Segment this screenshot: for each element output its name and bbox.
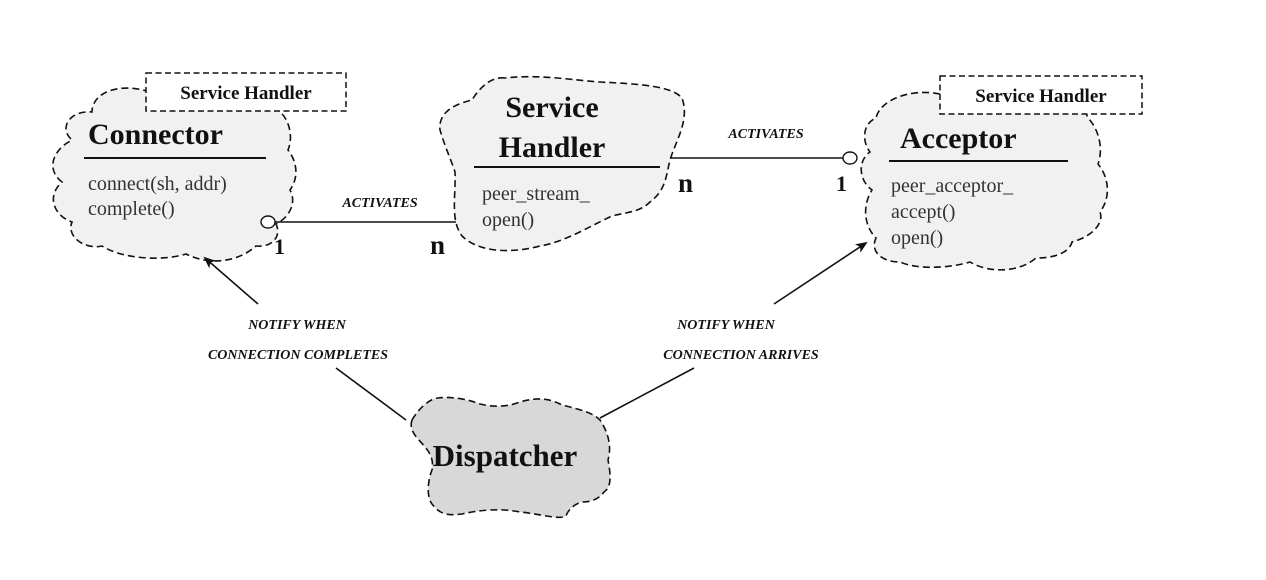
connector-name: Connector: [88, 118, 223, 151]
connector-member: connect(sh, addr): [88, 173, 227, 195]
connector-port-circle: [260, 215, 276, 229]
notify-label-line2: CONNECTION ARRIVES: [663, 348, 819, 363]
relation-handler-acceptor: ACTIVATES n 1: [670, 127, 858, 198]
activates-label: ACTIVATES: [341, 196, 417, 211]
acceptor-member: open(): [891, 227, 943, 249]
notify-line: [335, 367, 407, 421]
connector-member: complete(): [88, 198, 175, 220]
activates-label: ACTIVATES: [727, 127, 803, 142]
acceptor-name: Acceptor: [900, 122, 1017, 155]
notify-line: [599, 367, 695, 419]
acceptor-stereotype: Service Handler: [975, 86, 1107, 107]
acceptor-member: accept(): [891, 201, 955, 223]
acceptor-multiplicity: 1: [836, 171, 847, 196]
service-handler-cloud-shape: [439, 75, 686, 252]
dispatcher-class[interactable]: Dispatcher: [410, 396, 611, 519]
dispatcher-name: Dispatcher: [433, 438, 578, 473]
handler-multiplicity: n: [430, 230, 445, 260]
relation-dispatcher-acceptor: NOTIFY WHEN CONNECTION ARRIVES: [599, 241, 868, 419]
notify-label-line1: NOTIFY WHEN: [247, 318, 347, 333]
service-handler-name-line2: Handler: [499, 131, 606, 164]
connector-class[interactable]: Service Handler Connector connect(sh, ad…: [52, 72, 347, 262]
connector-stereotype: Service Handler: [180, 83, 312, 104]
handler-multiplicity: n: [678, 168, 693, 198]
acceptor-cloud-shape: [860, 91, 1109, 271]
acceptor-stereotype-box: [939, 75, 1143, 115]
connector-stereotype-box: [145, 72, 347, 112]
notify-arrow: [773, 241, 868, 305]
service-handler-class[interactable]: Service Handler peer_stream_ open(): [439, 75, 686, 252]
acceptor-port-circle: [842, 151, 858, 165]
acceptor-class[interactable]: Service Handler Acceptor peer_acceptor_ …: [860, 75, 1143, 271]
service-handler-member: open(): [482, 209, 534, 231]
dispatcher-cloud-shape: [410, 396, 611, 519]
service-handler-name-line1: Service: [505, 91, 598, 124]
notify-arrow: [203, 256, 259, 305]
connector-cloud-shape: [52, 87, 297, 262]
notify-label-line1: NOTIFY WHEN: [676, 318, 776, 333]
notify-label-line2: CONNECTION COMPLETES: [208, 348, 388, 363]
service-handler-member: peer_stream_: [482, 183, 591, 205]
relation-connector-handler: ACTIVATES 1 n: [260, 196, 456, 260]
acceptor-member: peer_acceptor_: [891, 175, 1014, 197]
connector-multiplicity: 1: [274, 234, 285, 259]
relation-dispatcher-connector: NOTIFY WHEN CONNECTION COMPLETES: [203, 256, 407, 421]
